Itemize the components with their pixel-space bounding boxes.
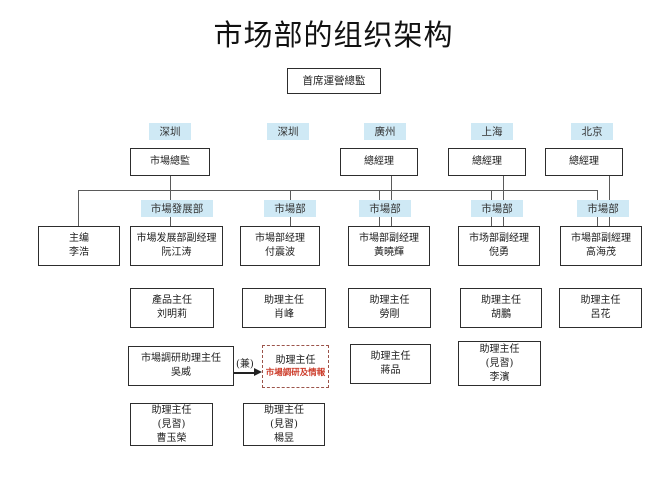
- box-deputy-manager-ruan-jiangtao: 市場发展部副经理 阮江涛: [130, 226, 223, 266]
- dept-text: 市場部: [369, 203, 401, 215]
- name-text: 蔣品: [380, 365, 401, 376]
- name-text: 李濱: [489, 371, 510, 383]
- concurrent-arrow-head-icon: [254, 368, 262, 376]
- connector-trunk: [78, 190, 598, 192]
- dept-label-marketing-3: 市場部: [359, 200, 411, 217]
- concurrent-arrow-line: [233, 372, 256, 374]
- dept-text: 市場部: [481, 203, 513, 215]
- role-text: 主编: [69, 233, 89, 244]
- role-text: 助理主任: [370, 351, 411, 362]
- dept-label-marketing-5: 市場部: [577, 200, 629, 217]
- role-text: 助理主任: [151, 404, 192, 416]
- role-text: 助理主任: [479, 343, 520, 355]
- box-assistant-director-trainee-cao-yurong: 助理主任 (見習) 曹玉榮: [130, 403, 213, 446]
- name-text: 吳威: [171, 367, 191, 378]
- role-text: 助理主任: [481, 295, 521, 306]
- role-text: 助理主任: [264, 404, 304, 416]
- name-text: 黃曉輝: [374, 247, 404, 258]
- page-title: 市场部的组织架构: [213, 18, 454, 52]
- connector-drop-editor: [78, 190, 80, 226]
- city-text: 上海: [481, 126, 503, 138]
- role-text: 市场部副经理: [469, 233, 529, 244]
- name-text: 高海茂: [586, 247, 616, 258]
- box-label: 首席運營總監: [302, 74, 366, 87]
- name-text: 付震波: [265, 247, 295, 258]
- box-market-research-assistant-wu-wei: 市場調研助理主任 吳威: [128, 346, 234, 386]
- role-text: 產品主任: [152, 295, 192, 306]
- role-text: 助理主任: [264, 295, 304, 306]
- box-general-manager-guangzhou: 總經理: [340, 148, 418, 176]
- box-general-manager-beijing: 總經理: [545, 148, 623, 176]
- dept-label-marketing-4: 市場部: [471, 200, 523, 217]
- trainee-text: (見習): [270, 418, 298, 430]
- name-text: 呂花: [590, 309, 611, 320]
- city-text: 深圳: [277, 126, 299, 138]
- box-editor-li-hao: 主编 李浩: [38, 226, 120, 266]
- box-assistant-director-trainee-li-bin: 助理主任 (見習) 李濱: [458, 341, 541, 386]
- box-deputy-manager-huang-xiaohui: 市場部副经理 黃曉輝: [348, 226, 430, 266]
- city-text: 北京: [581, 126, 603, 138]
- trainee-text: (見習): [157, 418, 186, 430]
- box-assistant-director-lv-hua: 助理主任 呂花: [559, 288, 642, 328]
- box-market-director: 市場總監: [130, 148, 210, 176]
- city-label-shenzhen-2: 深圳: [267, 123, 309, 140]
- name-text: 胡鵬: [491, 309, 511, 320]
- name-text: 阮江涛: [161, 247, 192, 258]
- name-text: 倪勇: [489, 247, 509, 258]
- dept-label-market-development: 市場發展部: [141, 200, 213, 217]
- city-text: 深圳: [159, 126, 181, 138]
- role-text: 市場部副经理: [359, 233, 419, 244]
- box-deputy-manager-gao-haimao: 市場部副經理 高海茂: [560, 226, 642, 266]
- box-assistant-director-jiang-pin: 助理主任 蔣品: [350, 344, 431, 384]
- box-label: 總經理: [472, 156, 502, 167]
- box-deputy-manager-ni-yong: 市场部副经理 倪勇: [458, 226, 540, 266]
- role-text: 助理主任: [275, 354, 316, 366]
- dept-text: 市場部: [274, 203, 306, 215]
- city-label-guangzhou: 廣州: [364, 123, 406, 140]
- box-product-director-liu-mingli: 產品主任 刘明莉: [130, 288, 214, 328]
- role-text: 助理主任: [369, 295, 410, 306]
- box-label: 總經理: [364, 156, 394, 167]
- name-text: 刘明莉: [157, 309, 187, 320]
- box-assistant-director-lao-gang: 助理主任 勞剛: [348, 288, 431, 328]
- role-text: 市場調研助理主任: [141, 353, 221, 364]
- box-dashed-assistant-market-research: 助理主任 市場調研及情報: [262, 345, 329, 388]
- city-label-beijing: 北京: [571, 123, 613, 140]
- name-text: 李浩: [69, 247, 89, 258]
- box-assistant-director-trainee-yang-yu: 助理主任 (見習) 楊昱: [243, 403, 325, 446]
- name-text: 勞剛: [379, 309, 400, 320]
- box-assistant-director-xiao-feng: 助理主任 肖峰: [242, 288, 326, 328]
- name-text: 肖峰: [274, 309, 294, 320]
- role-text: 助理主任: [580, 295, 621, 306]
- name-text: 曹玉榮: [156, 432, 187, 444]
- box-general-manager-shanghai: 總經理: [448, 148, 526, 176]
- box-label: 市場總監: [150, 156, 190, 167]
- city-text: 廣州: [374, 126, 396, 138]
- box-assistant-director-hu-peng: 助理主任 胡鵬: [460, 288, 542, 328]
- concurrent-post-label: (兼): [236, 359, 254, 370]
- trainee-text: (見習): [485, 357, 514, 369]
- role-text: 市場部副經理: [571, 233, 631, 244]
- city-label-shenzhen-1: 深圳: [149, 123, 191, 140]
- dept-label-marketing-2: 市場部: [264, 200, 316, 217]
- dept-text: 市場發展部: [150, 203, 204, 215]
- box-label: 總經理: [569, 156, 599, 167]
- name-text: 楊昱: [274, 432, 294, 444]
- role-text: 市場部经理: [255, 233, 305, 244]
- box-manager-fu-zhenbo: 市場部经理 付震波: [240, 226, 320, 266]
- city-label-shanghai: 上海: [471, 123, 513, 140]
- dept-text: 市場部: [587, 203, 619, 215]
- box-chief-operating-director: 首席運營總監: [287, 68, 381, 94]
- role-text: 市場发展部副经理: [136, 233, 217, 244]
- dept-red-text: 市場調研及情報: [265, 367, 326, 378]
